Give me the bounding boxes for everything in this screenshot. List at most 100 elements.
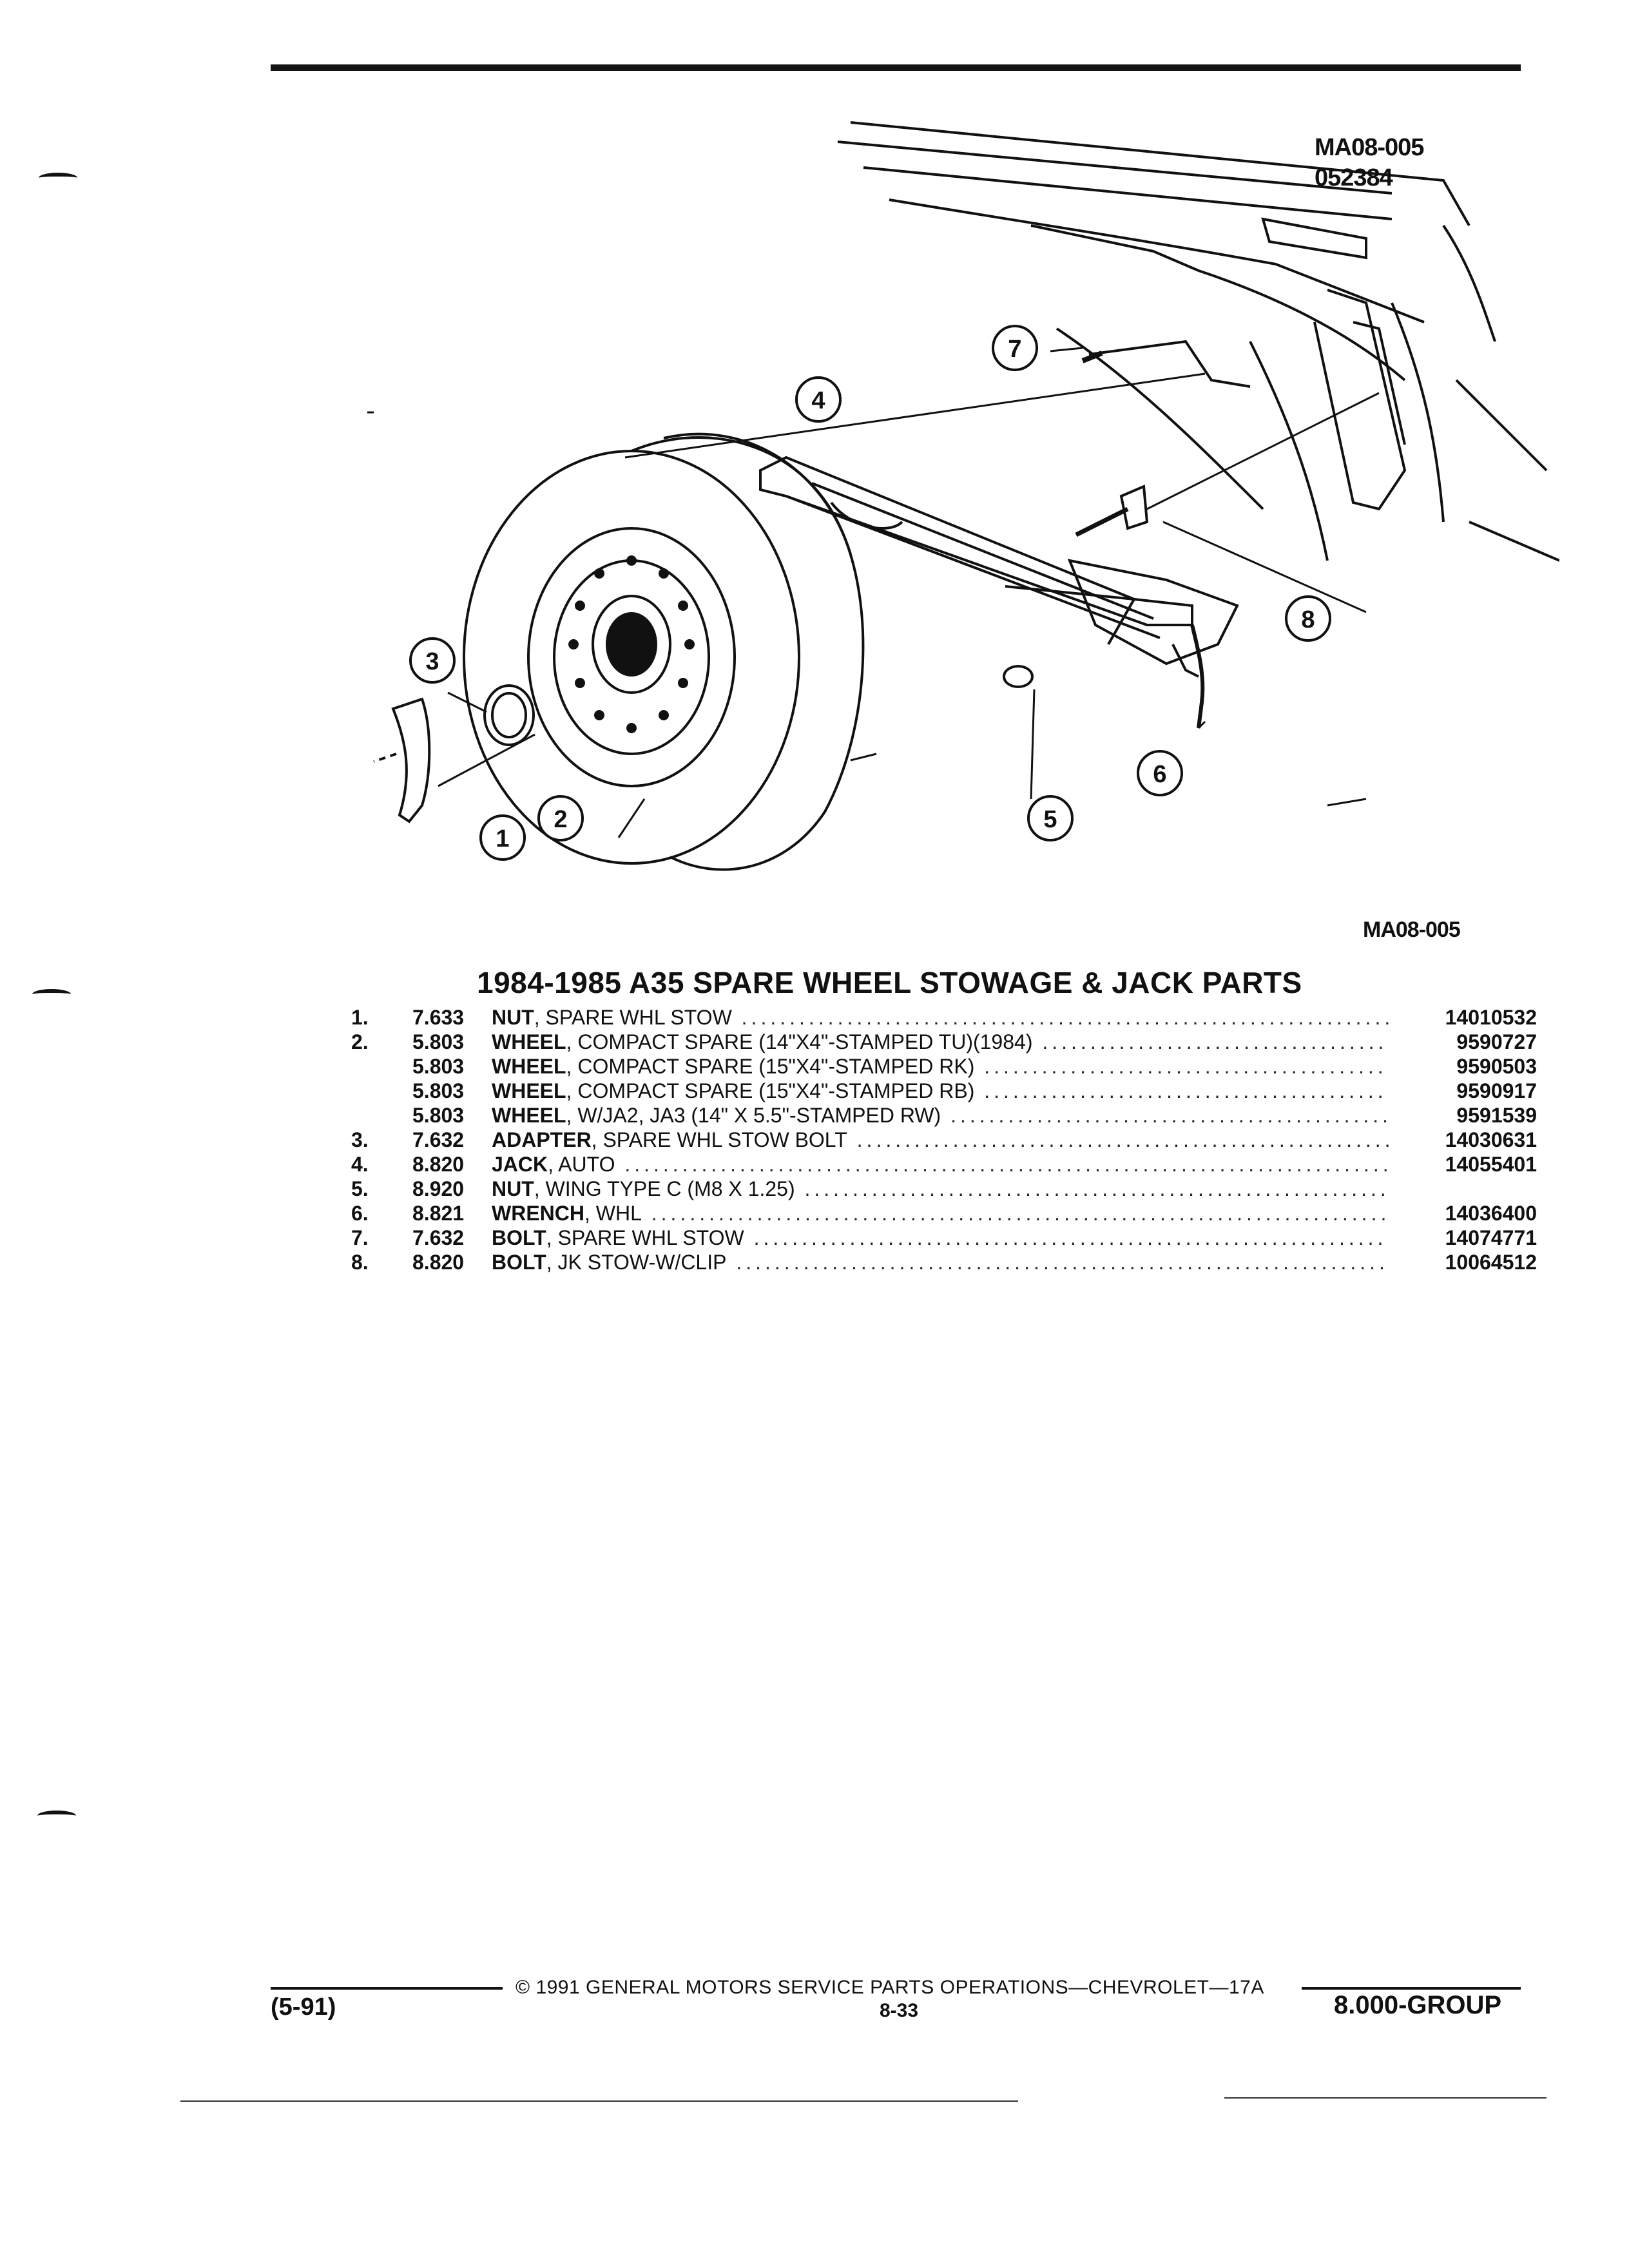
part-detail: , COMPACT SPARE (15"X4"-STAMPED RK) [566,1055,975,1078]
part-number: 9590917 [1456,1079,1537,1102]
part-number: 14036400 [1445,1202,1537,1225]
part-description: BOLT, SPARE WHL STOW ...................… [492,1225,1389,1250]
part-number: 14010532 [1445,1006,1537,1029]
part-name: WHEEL [492,1030,566,1053]
top-rule [271,64,1521,71]
dot-leader: ........................................… [856,1128,1389,1151]
footer-page-number: 8-33 [880,2000,919,2021]
part-number-index: 6. [351,1202,369,1225]
part-row: 3. 7.632 ADAPTER, SPARE WHL STOW BOLT ....… [351,1128,1537,1152]
part-number: 9591539 [1456,1104,1537,1127]
part-number: 9590727 [1456,1030,1537,1053]
callout-5: 5 [1043,806,1057,833]
part-name: WRENCH [492,1202,584,1225]
dot-leader: ........................................… [624,1153,1389,1176]
margin-mark [37,1811,76,1821]
footer-rule-left [271,1987,503,1990]
part-description: WHEEL, COMPACT SPARE (15"X4"-STAMPED RK)… [492,1054,1389,1079]
jack-assembly [759,456,1239,678]
page-title: 1984-1985 A35 SPARE WHEEL STOWAGE & JACK… [477,966,1302,999]
bottom-rule [1224,2097,1547,2099]
part-detail: , SPARE WHL STOW [546,1226,744,1249]
part-detail: , SPARE WHL STOW BOLT [591,1128,847,1151]
dot-leader: ........................................… [984,1079,1389,1102]
part-row: 2. 5.803 WHEEL, COMPACT SPARE (14"X4"-STAM… [351,1030,1537,1054]
footer-copyright: © 1991 GENERAL MOTORS SERVICE PARTS OPER… [516,1977,1264,1998]
dot-leader: ........................................… [984,1055,1389,1078]
part-row: 5.803 WHEEL, COMPACT SPARE (15"X4"-STAMPE… [351,1079,1537,1103]
part-name: ADAPTER [492,1128,592,1151]
dot-leader: ........................................… [741,1006,1389,1029]
group-number: 8.821 [412,1202,465,1225]
part-number-index: 4. [351,1153,369,1176]
part-row: 6. 8.821 WRENCH, WHL .....................… [351,1201,1537,1225]
footer-date: (5-91) [271,1994,336,2021]
exploded-view-illustration: 1 2 3 4 5 6 7 8 [361,110,1559,921]
leader-lines [367,347,1367,839]
part-name: WHEEL [492,1104,566,1127]
figure-code-top: MA08-005 [1315,134,1424,161]
part-row: 1. 7.633 NUT, SPARE WHL STOW .............… [351,1005,1537,1030]
part-detail: , COMPACT SPARE (14"X4"-STAMPED TU)(1984… [566,1030,1033,1053]
part-number-index: 8. [351,1251,369,1274]
part-number-index: 2. [351,1030,369,1053]
body-panel [837,121,1559,562]
footer-rule-right [1302,1987,1521,1990]
part-description: NUT, SPARE WHL STOW ....................… [492,1005,1389,1030]
part-detail: , SPARE WHL STOW [534,1006,732,1029]
part-detail: , AUTO [548,1153,615,1176]
part-name: BOLT [492,1251,546,1274]
part-number: 14055401 [1445,1153,1537,1176]
part-name: WHEEL [492,1055,566,1078]
spare-tire [463,432,865,871]
part-name: BOLT [492,1226,546,1249]
group-number: 7.632 [412,1226,465,1249]
group-number: 8.820 [412,1251,465,1274]
callout-3: 3 [425,648,439,675]
part-number-index: 1. [351,1006,369,1029]
part-number-index: 7. [351,1226,369,1249]
bottom-rule [180,2100,1018,2102]
part-description: ADAPTER, SPARE WHL STOW BOLT ...........… [492,1128,1389,1152]
part-number-index: 5. [351,1177,369,1200]
part-name: NUT [492,1177,534,1200]
margin-mark [39,173,77,183]
part-row: 4. 8.820 JACK, AUTO ......................… [351,1152,1537,1177]
callout-7: 7 [1008,336,1021,363]
part-detail: , WING TYPE C (M8 X 1.25) [534,1177,795,1200]
part-row: 7. 7.632 BOLT, SPARE WHL STOW ............… [351,1225,1537,1250]
part-number: 10064512 [1445,1251,1537,1274]
wing-nut-small [1003,665,1034,688]
callout-6: 6 [1153,761,1166,788]
part-detail: , COMPACT SPARE (15"X4"-STAMPED RB) [566,1079,975,1102]
group-number: 8.820 [412,1153,465,1176]
dot-leader: ........................................… [804,1177,1389,1200]
part-name: JACK [492,1153,548,1176]
part-description: WHEEL, W/JA2, JA3 (14" X 5.5"-STAMPED RW… [492,1103,1389,1128]
part-detail: , JK STOW-W/CLIP [546,1251,727,1274]
figure-code-bottom: MA08-005 [1363,918,1461,942]
part-description: NUT, WING TYPE C (M8 X 1.25) ...........… [492,1177,1389,1201]
dot-leader: ........................................… [651,1202,1389,1225]
group-number: 7.633 [412,1006,465,1029]
callout-2: 2 [554,806,567,833]
part-detail: , WHL [584,1202,642,1225]
stow-bolts [1075,340,1380,537]
part-description: WHEEL, COMPACT SPARE (15"X4"-STAMPED RB)… [492,1079,1389,1103]
wing-nut [391,697,431,823]
group-number: 7.632 [412,1128,465,1151]
part-description: JACK, AUTO .............................… [492,1152,1389,1177]
callout-8: 8 [1301,606,1315,633]
part-number: 14030631 [1445,1128,1537,1151]
group-number: 5.803 [412,1030,465,1053]
part-description: WRENCH, WHL ............................… [492,1201,1389,1225]
part-description: WHEEL, COMPACT SPARE (14"X4"-STAMPED TU)… [492,1030,1389,1054]
adapter-ring [483,684,535,746]
dot-leader: ........................................… [950,1104,1389,1127]
part-number-index: 3. [351,1128,369,1151]
group-number: 5.803 [412,1079,465,1102]
